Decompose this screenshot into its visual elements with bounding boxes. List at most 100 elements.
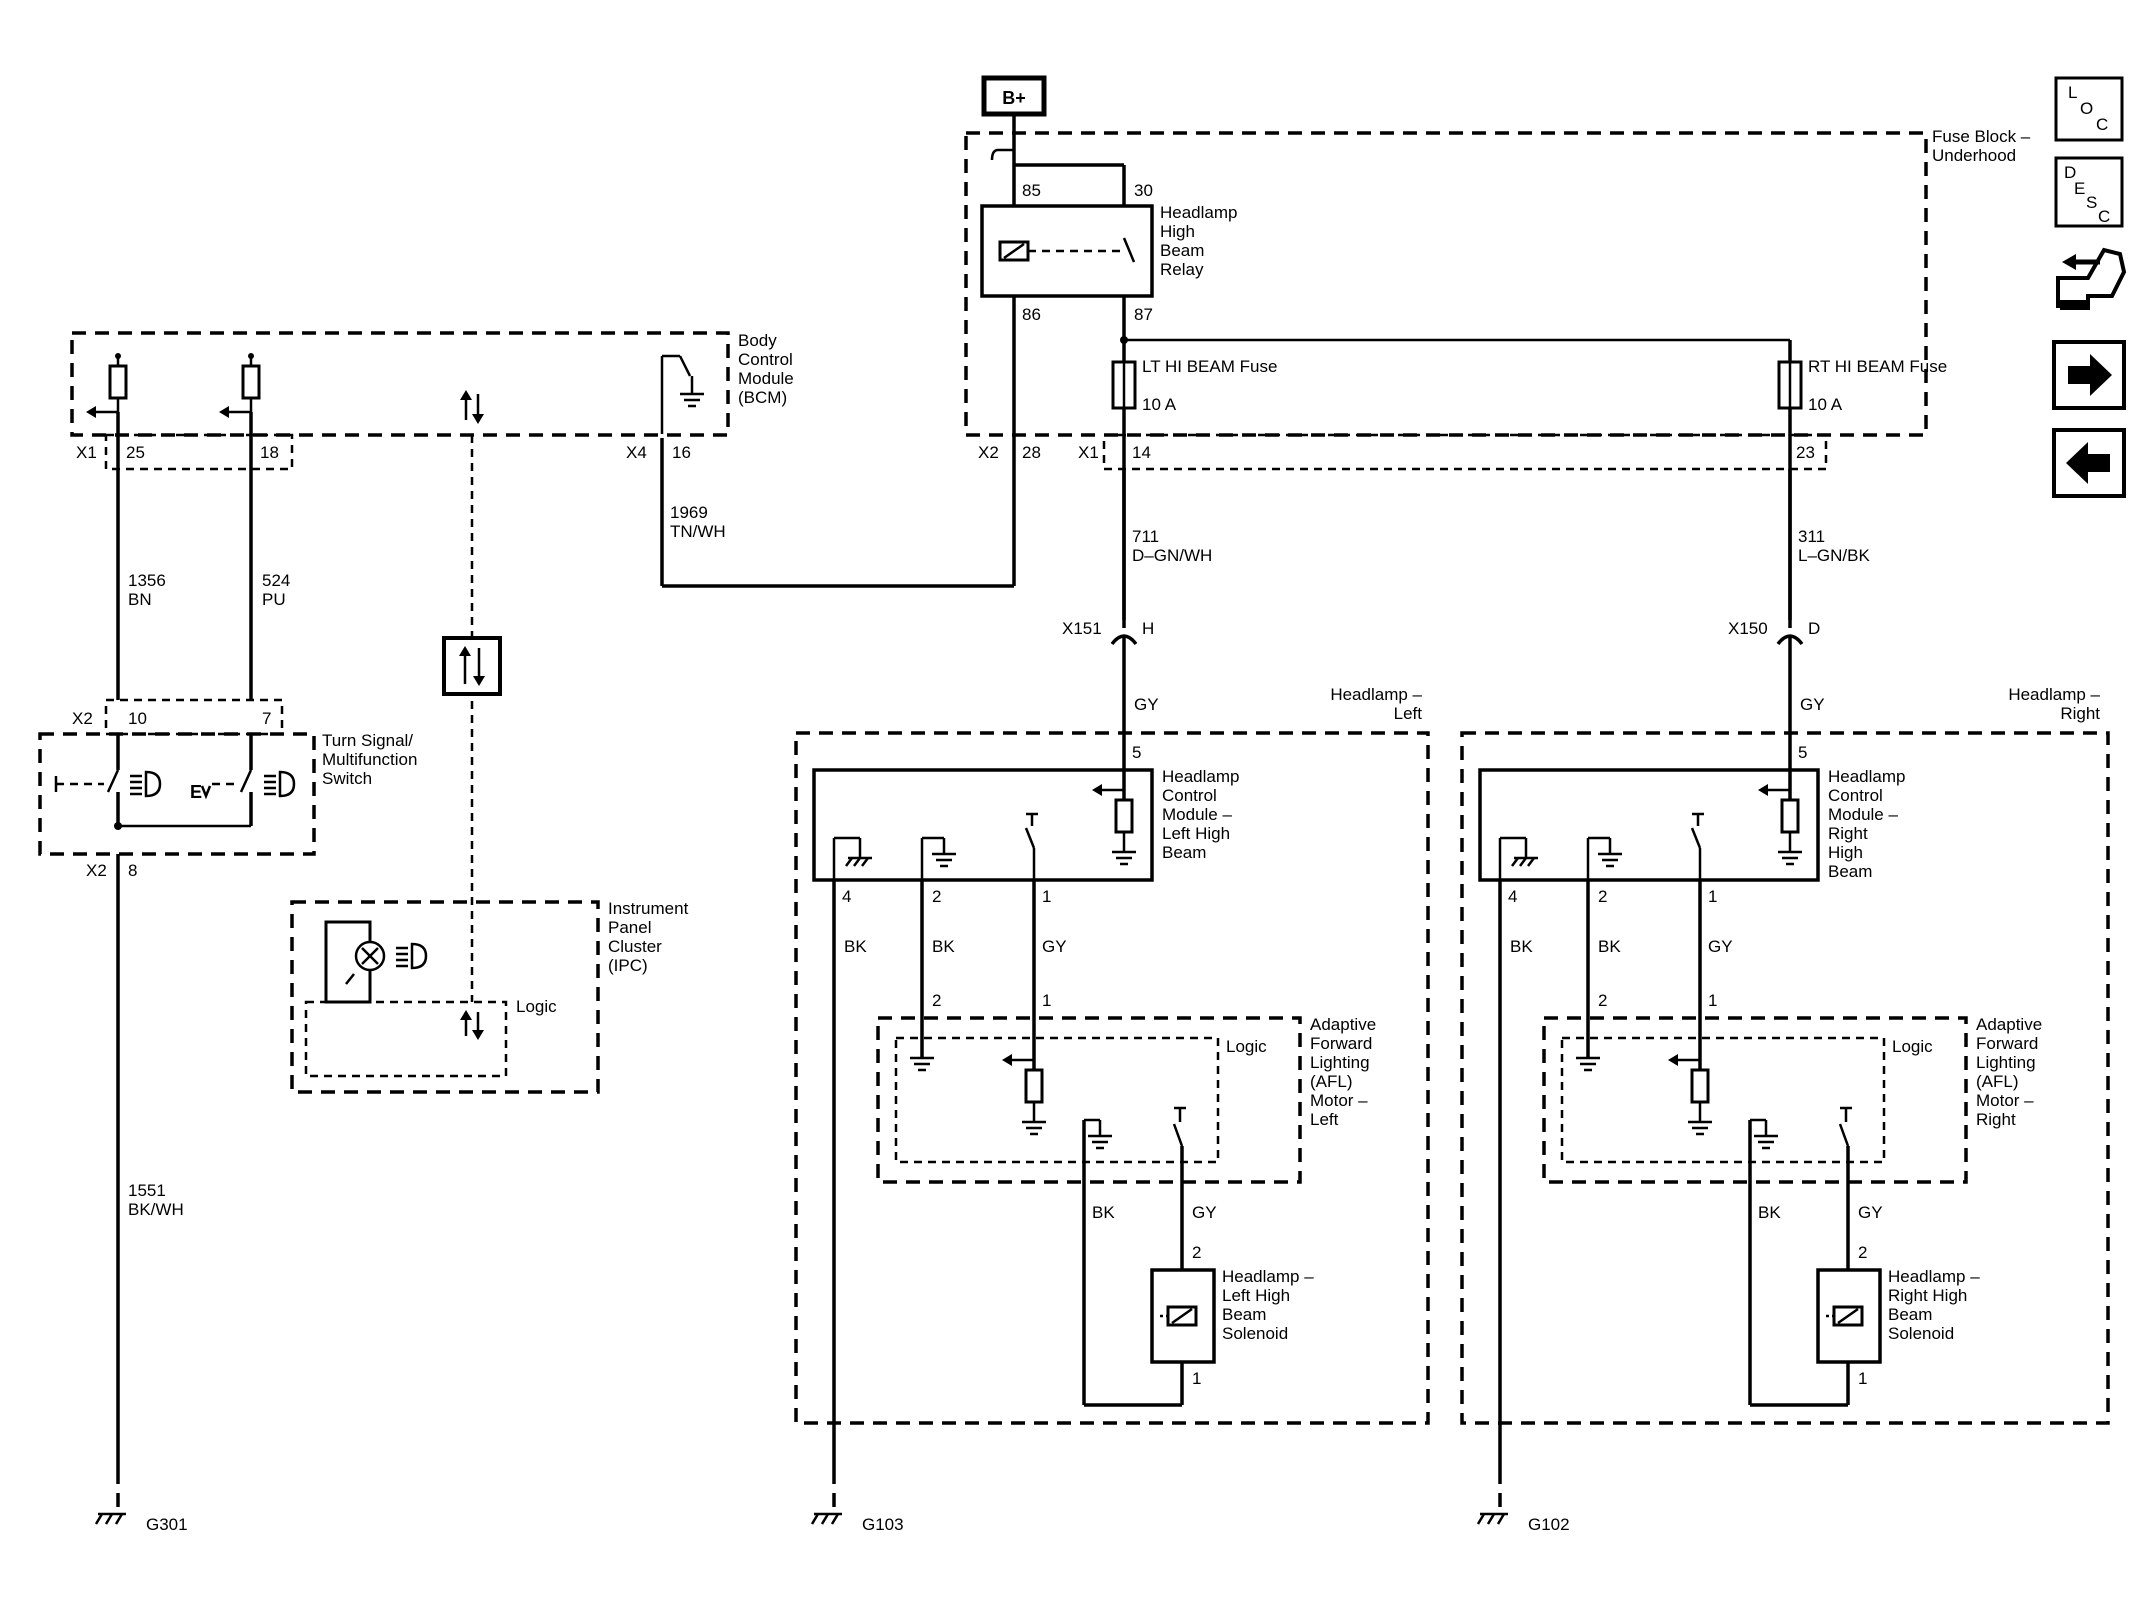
svg-text:L: L [2068,83,2077,102]
hl-left-color-bk-2: BK [932,937,955,956]
hl-left-pin-1: 1 [1042,887,1051,906]
wire-1356-color: BN [128,590,152,609]
x151-pin: H [1142,619,1154,638]
hl-left-logic-label: Logic [1226,1037,1267,1056]
fuse-block-outline [964,131,1928,437]
fuse-block-label: Fuse Block –Underhood [1932,127,2031,165]
hl-left-lower-bk: BK [1092,1203,1115,1222]
relay-pin-87: 87 [1134,305,1153,324]
hl-right-lower-gy: GY [1858,1203,1883,1222]
high-beam-icon [130,770,162,798]
relay-pin-30: 30 [1134,181,1153,200]
rt-fuse-rating: 10 A [1808,395,1843,414]
x1-fuse-connector [1102,433,1828,471]
hl-left-pin-2: 2 [932,887,941,906]
arrow-right-icon[interactable] [2052,340,2126,410]
bcm-low-side-driver [660,354,706,434]
high-beam-indicator [324,920,428,1004]
hl-right-lower-bk: BK [1758,1203,1781,1222]
wire-1551-circuit: 1551 [128,1181,166,1200]
flash-to-pass-icon: E [190,782,212,802]
x1-pin-14: 14 [1132,443,1151,462]
switch-pin-7: 7 [262,709,271,728]
turn-signal-switch [38,732,316,856]
bcm-x1-pin-25: 25 [126,443,145,462]
svg-text:E: E [190,782,202,802]
ipc-logic-label: Logic [516,997,557,1016]
switch-x2-connector [104,698,284,736]
hl-right-afl-pin-2: 2 [1598,991,1607,1010]
wire-524-circuit: 524 [262,571,290,590]
x2-connector-label: X2 [978,443,999,462]
svg-text:C: C [2098,207,2110,226]
hl-right-afl-pin-1: 1 [1708,991,1717,1010]
hl-right-logic-label: Logic [1892,1037,1933,1056]
desc-button[interactable]: D E S C [2054,156,2124,228]
hl-right-pin-5: 5 [1798,743,1807,762]
wire-311-color: L–GN/BK [1798,546,1870,565]
arrow-left-icon[interactable] [2052,428,2126,498]
svg-text:O: O [2080,99,2093,118]
hl-left-pin-4: 4 [842,887,851,906]
hl-left-control-module [812,768,1154,882]
serial-data-symbol [442,636,502,696]
headlamp-right-title: Headlamp –Right [2008,685,2100,723]
b-plus-source: B+ [981,75,1047,117]
b-plus-label: B+ [1002,88,1026,108]
ipc-logic-box [304,1000,508,1078]
bcm-serial-data-icon [460,390,484,424]
bcm-input-25 [86,353,128,418]
relay-pin-86: 86 [1022,305,1041,324]
hl-left-afl-pin-1: 1 [1042,991,1051,1010]
relay-pin-85: 85 [1022,181,1041,200]
hl-right-pin-4: 4 [1508,887,1517,906]
g103-ground-symbol [810,1512,844,1526]
g301-ground-symbol [94,1512,128,1526]
hl-right-color-bk-1: BK [1510,937,1533,956]
ipc-serial-data-icon [460,1010,484,1040]
hl-right-color-gy: GY [1708,937,1733,956]
switch-pin-8: 8 [128,861,137,880]
bcm-x1-connector [104,433,294,471]
svg-text:C: C [2096,115,2108,134]
hl-right-afl-motor [1542,1016,1968,1184]
headlamp-right-outline [1460,731,2110,1425]
bcm-x4-pin-16: 16 [672,443,691,462]
lt-fuse-label: LT HI BEAM Fuse [1142,357,1277,376]
loc-button[interactable]: L O C [2054,76,2124,142]
bcm-outline [70,331,730,437]
hl-left-afl-motor [876,1016,1302,1184]
headlamp-left-title: Headlamp –Left [1330,685,1422,723]
wire-1969-color: TN/WH [670,522,726,541]
high-beam-icon-2 [264,770,296,798]
connector-end-view-icon[interactable] [2056,247,2127,310]
hl-right-sol-pin-2: 2 [1858,1243,1867,1262]
x1-connector-label: X1 [1078,443,1099,462]
g103-label: G103 [862,1515,904,1534]
x150-inline-connector [1776,634,1804,760]
rt-hi-beam-fuse [1777,360,1803,410]
hl-right-logic-box [1560,1036,1886,1164]
g301-label: G301 [146,1515,188,1534]
g102-ground-symbol [1476,1512,1510,1526]
wire-1356-circuit: 1356 [128,571,166,590]
hl-right-pin-2: 2 [1598,887,1607,906]
hl-right-color-bk-2: BK [1598,937,1621,956]
wire-1551-color: BK/WH [128,1200,184,1219]
x2-pin-28: 28 [1022,443,1041,462]
hl-right-pin-1: 1 [1708,887,1717,906]
switch-x2-top-label: X2 [72,709,93,728]
bcm-x1-label: X1 [76,443,97,462]
wire-711-circuit: 711 [1132,527,1159,546]
bcm-input-18 [219,353,261,418]
bcm-x4-label: X4 [626,443,647,462]
svg-text:S: S [2086,193,2097,212]
rt-fuse-label: RT HI BEAM Fuse [1808,357,1947,376]
